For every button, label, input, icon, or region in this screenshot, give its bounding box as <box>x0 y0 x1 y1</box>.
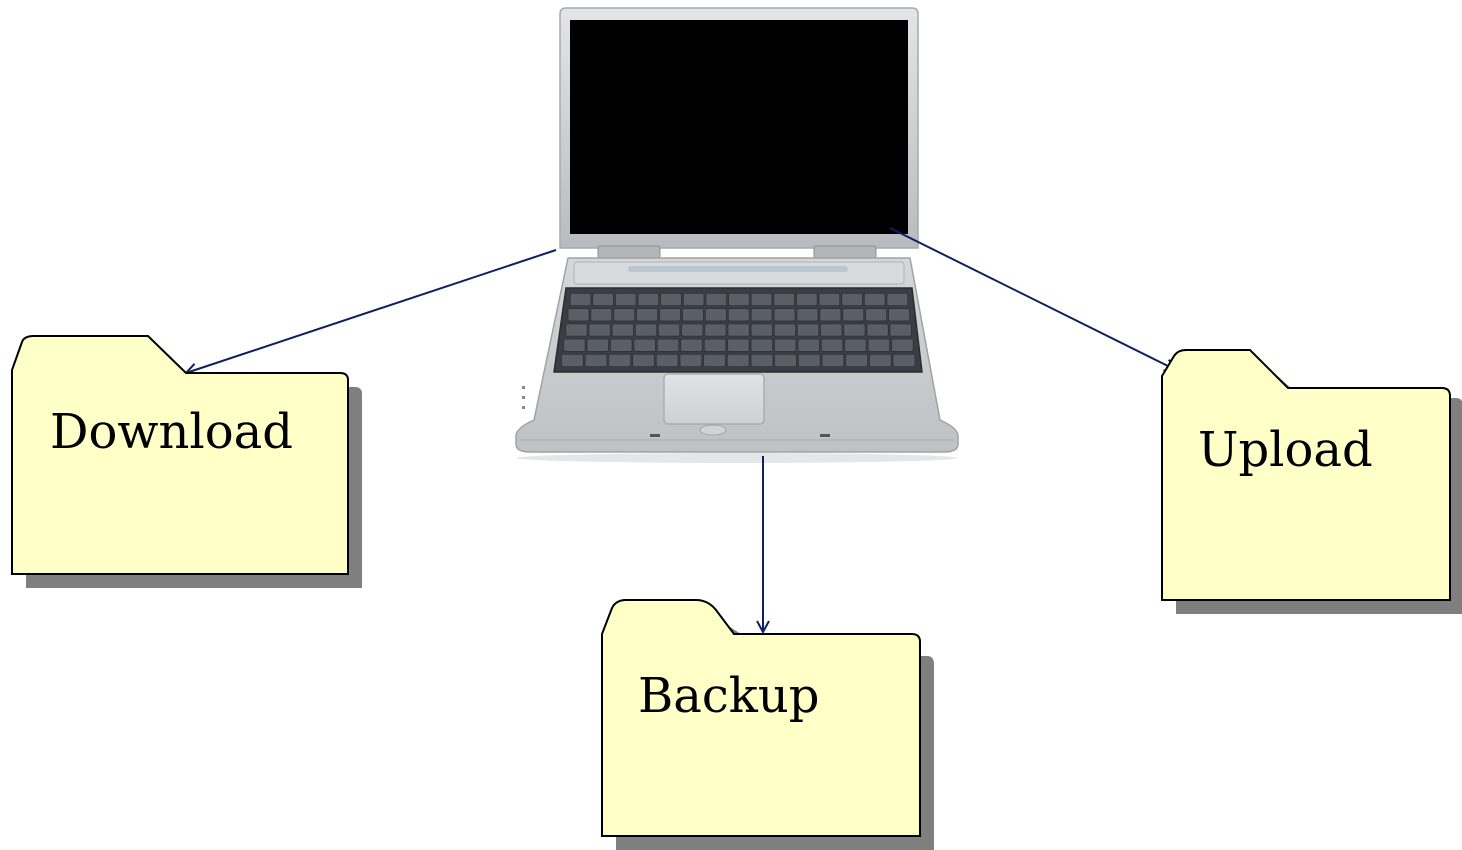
keyboard-key <box>797 338 820 352</box>
keyboard-key <box>703 338 726 352</box>
keyboard-key <box>636 308 658 322</box>
keyboard-key <box>632 353 655 367</box>
folder-download: Download <box>11 335 362 588</box>
keyboard-key <box>774 353 797 367</box>
keyboard-key <box>635 323 657 337</box>
keyboard-key <box>703 353 726 367</box>
keyboard-key <box>821 353 845 367</box>
keyboard-key <box>584 353 608 367</box>
keyboard-key <box>682 308 704 322</box>
keyboard-key <box>567 308 590 322</box>
laptop-icon <box>515 7 959 463</box>
arrow-to-download <box>186 249 557 373</box>
keyboard-key <box>569 293 592 306</box>
keyboard-key <box>820 323 843 337</box>
keyboard-key <box>610 338 633 352</box>
keyboard-key <box>679 353 703 367</box>
keyboard-key <box>592 293 614 306</box>
keyboard-key <box>798 353 821 367</box>
keyboard-key <box>773 293 795 306</box>
keyboard-key <box>681 323 704 337</box>
keyboard-key <box>750 323 773 337</box>
keyboard-key <box>865 308 887 322</box>
keyboard-key <box>797 323 820 337</box>
keyboard-key <box>680 338 703 352</box>
keyboard-key <box>844 338 867 352</box>
folder-backup-label: Backup <box>638 668 820 724</box>
keyboard-key <box>659 308 681 322</box>
keyboard-key <box>590 308 613 322</box>
keyboard-key <box>891 338 914 352</box>
keyboard-key <box>750 353 774 367</box>
keyboard-key <box>892 353 916 367</box>
keyboard-key <box>608 353 631 367</box>
keyboard-key <box>565 323 588 337</box>
keyboard-key <box>819 308 842 322</box>
keyboard-key <box>683 293 705 306</box>
keyboard-key <box>613 308 635 322</box>
keyboard-key <box>773 323 796 337</box>
keyboard-key <box>655 353 679 367</box>
laptop-touchpad <box>663 373 765 425</box>
keyboard-key <box>841 293 863 306</box>
folder-download-label: Download <box>50 404 293 460</box>
keyboard-key <box>637 293 659 306</box>
keyboard-key <box>889 323 912 337</box>
keyboard-key <box>657 338 680 352</box>
keyboard-key <box>611 323 634 337</box>
keyboard-key <box>796 308 819 322</box>
keyboard-key <box>773 308 796 322</box>
keyboard-key <box>845 353 868 367</box>
keyboard-key <box>727 353 750 367</box>
keyboard-key <box>727 323 750 337</box>
keyboard-key <box>727 338 750 352</box>
keyboard-key <box>660 293 682 306</box>
keyboard-key <box>867 338 890 352</box>
keyboard-key <box>886 293 908 306</box>
keyboard-key <box>561 353 584 367</box>
folder-upload: Upload <box>1161 349 1462 614</box>
keyboard-key <box>796 293 818 306</box>
keyboard-key <box>842 308 864 322</box>
keyboard-key <box>869 353 892 367</box>
keyboard-key <box>864 293 886 306</box>
keyboard-key <box>818 293 840 306</box>
keyboard-key <box>888 308 910 322</box>
keyboard-key <box>774 338 797 352</box>
keyboard-key <box>705 293 727 306</box>
folder-backup: Backup <box>601 599 934 850</box>
keyboard-key <box>750 308 773 322</box>
keyboard-key <box>866 323 889 337</box>
keyboard-key <box>728 293 750 306</box>
keyboard-key <box>821 338 844 352</box>
keyboard-key <box>704 323 727 337</box>
keyboard-key <box>658 323 681 337</box>
folder-upload-label: Upload <box>1198 422 1373 478</box>
keyboard-key <box>633 338 656 352</box>
keyboard-key <box>705 308 727 322</box>
keyboard-key <box>843 323 866 337</box>
arrow-to-upload <box>889 227 1176 370</box>
keyboard-key <box>586 338 609 352</box>
laptop-screen <box>570 20 908 234</box>
keyboard-key <box>588 323 611 337</box>
keyboard-key <box>615 293 637 306</box>
keyboard-key <box>750 293 773 306</box>
keyboard-key <box>563 338 586 352</box>
keyboard-key <box>727 308 750 322</box>
keyboard-key <box>750 338 773 352</box>
